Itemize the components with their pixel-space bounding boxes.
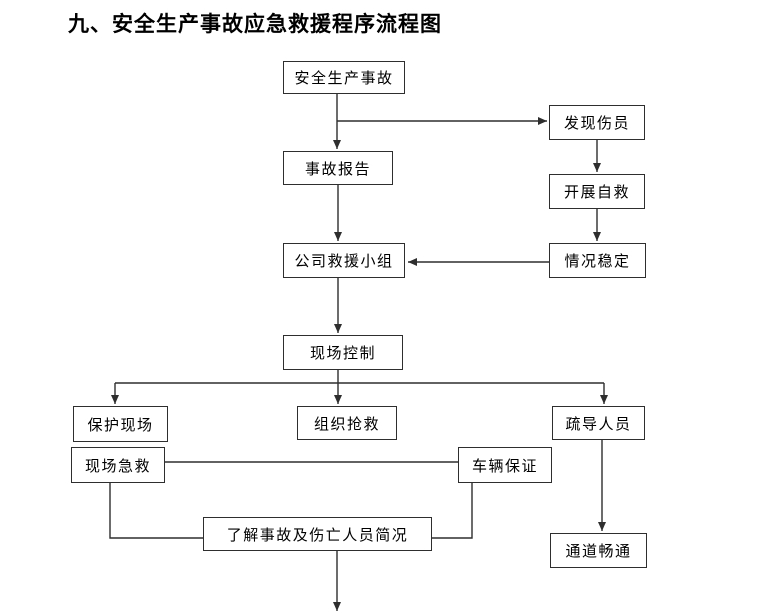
edge-first-aid-casualty-brief	[109, 483, 203, 539]
node-report: 事故报告	[283, 151, 393, 185]
node-situation-stable: 情况稳定	[549, 243, 646, 278]
edge-vehicle-casualty-brief	[432, 483, 473, 539]
node-find-injured: 发现伤员	[549, 105, 645, 140]
node-channel-clear: 通道畅通	[550, 533, 647, 568]
node-rescue-team: 公司救援小组	[283, 243, 405, 278]
node-guide-people: 疏导人员	[552, 406, 645, 440]
node-site-control: 现场控制	[283, 335, 403, 370]
node-casualty-brief: 了解事故及伤亡人员简况	[203, 517, 432, 551]
node-site-first-aid: 现场急救	[71, 447, 165, 483]
node-self-rescue: 开展自救	[549, 174, 645, 209]
node-accident: 安全生产事故	[283, 61, 405, 94]
node-vehicle-guarantee: 车辆保证	[458, 447, 552, 483]
page-title: 九、安全生产事故应急救援程序流程图	[68, 12, 442, 36]
node-organize-rescue: 组织抢救	[297, 406, 397, 440]
node-protect-site: 保护现场	[73, 406, 168, 442]
